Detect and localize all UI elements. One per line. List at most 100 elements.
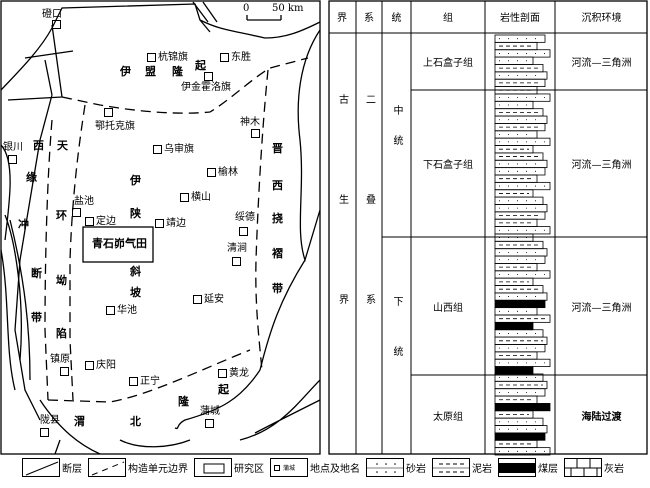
- place-marker-icon: [40, 428, 49, 437]
- lithology-layer: [494, 270, 551, 279]
- lithology-layer: [494, 388, 546, 397]
- unit-label: 带: [272, 282, 283, 295]
- place-name: 陇县: [40, 415, 60, 426]
- study-area-legend-icon: [194, 458, 232, 477]
- place-name: 延安: [204, 294, 224, 305]
- series-cell: 下统: [391, 296, 402, 396]
- unit-label: 伊: [120, 65, 131, 78]
- unit-label: 冲: [18, 218, 29, 231]
- place-label: 黄龙: [216, 369, 249, 379]
- place-name: 靖边: [166, 218, 186, 229]
- place-legend-icon: 蒲城: [270, 458, 308, 477]
- lithology-layer: [494, 100, 534, 110]
- sandstone-legend-icon: [366, 458, 404, 477]
- formation-cell: 上石盒子组: [423, 58, 473, 69]
- header-formation: 组: [443, 13, 453, 24]
- header-environment: 沉积环境: [581, 13, 622, 24]
- place-label: 杭锦旗: [145, 53, 188, 63]
- legend-label: 断层: [62, 464, 82, 475]
- place-marker-icon: [205, 419, 214, 428]
- unit-label: 缘: [26, 171, 37, 184]
- lithology-layer: [494, 49, 551, 58]
- place-marker-icon: [207, 168, 216, 177]
- mudstone-legend-icon: [432, 458, 470, 477]
- unit-label: 西: [33, 139, 44, 152]
- legend-label: 泥岩: [472, 464, 492, 475]
- lithology-layer: [494, 56, 534, 65]
- unit-label: 带: [31, 311, 42, 324]
- unit-label: 断: [31, 267, 42, 280]
- place-marker-icon: [104, 108, 113, 117]
- place-label: 延安: [191, 295, 224, 305]
- lithology-layer: [494, 181, 551, 191]
- place-label: 正宁: [127, 377, 160, 387]
- header-system: 系: [364, 13, 374, 24]
- lithology-layer: [494, 447, 551, 456]
- place-name: 横山: [191, 192, 211, 203]
- lithology-layer: [494, 292, 548, 301]
- unit-label: 北: [130, 415, 141, 428]
- map-lines: [0, 0, 321, 455]
- lithology-layer: [494, 159, 548, 169]
- lithology-layer: [494, 307, 538, 316]
- unit-label: 盟: [145, 65, 156, 78]
- stratigraphic-column-table: 界 系 统 组 岩性剖面 沉积环境 古生界 二叠系 中统 下统 上石盒子组 下石…: [328, 0, 648, 456]
- environment-cell: 河流—三角洲: [571, 58, 632, 69]
- lithology-layer: [494, 233, 534, 242]
- place-label: 横山: [178, 193, 211, 203]
- place-name: 正宁: [140, 376, 160, 387]
- lithology-layer: [494, 130, 538, 139]
- unit-label: 起: [195, 59, 206, 72]
- lithology-layer: [494, 366, 534, 375]
- lithology-layer: [494, 425, 548, 434]
- limestone-legend-icon: [564, 458, 602, 477]
- study-area-label: 青石峁气田: [92, 237, 147, 250]
- lithology-layer: [494, 403, 551, 412]
- place-label: 磴口: [42, 9, 62, 20]
- coal-legend-icon: [498, 458, 536, 477]
- legend-sample: 蒲城: [283, 465, 296, 472]
- place-name: 鄂托克旗: [95, 121, 135, 132]
- lithology-layer: [494, 115, 548, 124]
- place-name: 清涧: [227, 243, 247, 254]
- place-marker-icon: [274, 464, 280, 471]
- place-label: 靖边: [153, 219, 186, 229]
- boundary-lines: [44, 57, 309, 403]
- fault-lines: [0, 1, 321, 455]
- place-name: 镇原: [50, 354, 70, 365]
- lithology-layer: [494, 432, 546, 441]
- place-label: 东胜: [218, 53, 251, 63]
- place-marker-icon: [239, 227, 248, 236]
- place-name: 黄龙: [229, 368, 249, 379]
- place-name: 杭锦旗: [158, 52, 188, 63]
- legend-label: 构造单元边界: [128, 464, 188, 475]
- header-lithology: 岩性剖面: [500, 13, 540, 24]
- unit-label: 伊: [130, 174, 141, 187]
- place-name: 盐池: [74, 196, 94, 207]
- legend-label: 煤层: [538, 464, 558, 475]
- lithology-layer: [494, 93, 551, 102]
- place-marker-icon: [232, 257, 241, 266]
- place-marker-icon: [193, 295, 202, 304]
- place-name: 蒲城: [200, 406, 220, 417]
- scale-zero: 0: [243, 3, 250, 14]
- legend-label: 砂岩: [406, 464, 426, 475]
- unit-label: 坡: [130, 286, 141, 299]
- lithology-layer: [494, 321, 534, 331]
- place-marker-icon: [220, 53, 229, 62]
- place-marker-icon: [60, 367, 69, 376]
- series-cell: 中统: [391, 105, 402, 165]
- lithology-layer: [494, 71, 548, 80]
- place-name: 神木: [240, 117, 260, 128]
- legend-label: 灰岩: [604, 464, 624, 475]
- place-marker-icon: [52, 20, 61, 29]
- place-label: 乌审旗: [151, 145, 194, 155]
- lithology-layer: [494, 34, 546, 43]
- place-marker-icon: [85, 217, 94, 226]
- lithology-layer: [494, 358, 551, 367]
- lithology-layer: [494, 204, 548, 213]
- place-label: 庆阳: [83, 361, 116, 371]
- place-name: 榆林: [218, 167, 238, 178]
- place-name: 庆阳: [96, 360, 116, 371]
- place-name: 乌审旗: [164, 144, 194, 155]
